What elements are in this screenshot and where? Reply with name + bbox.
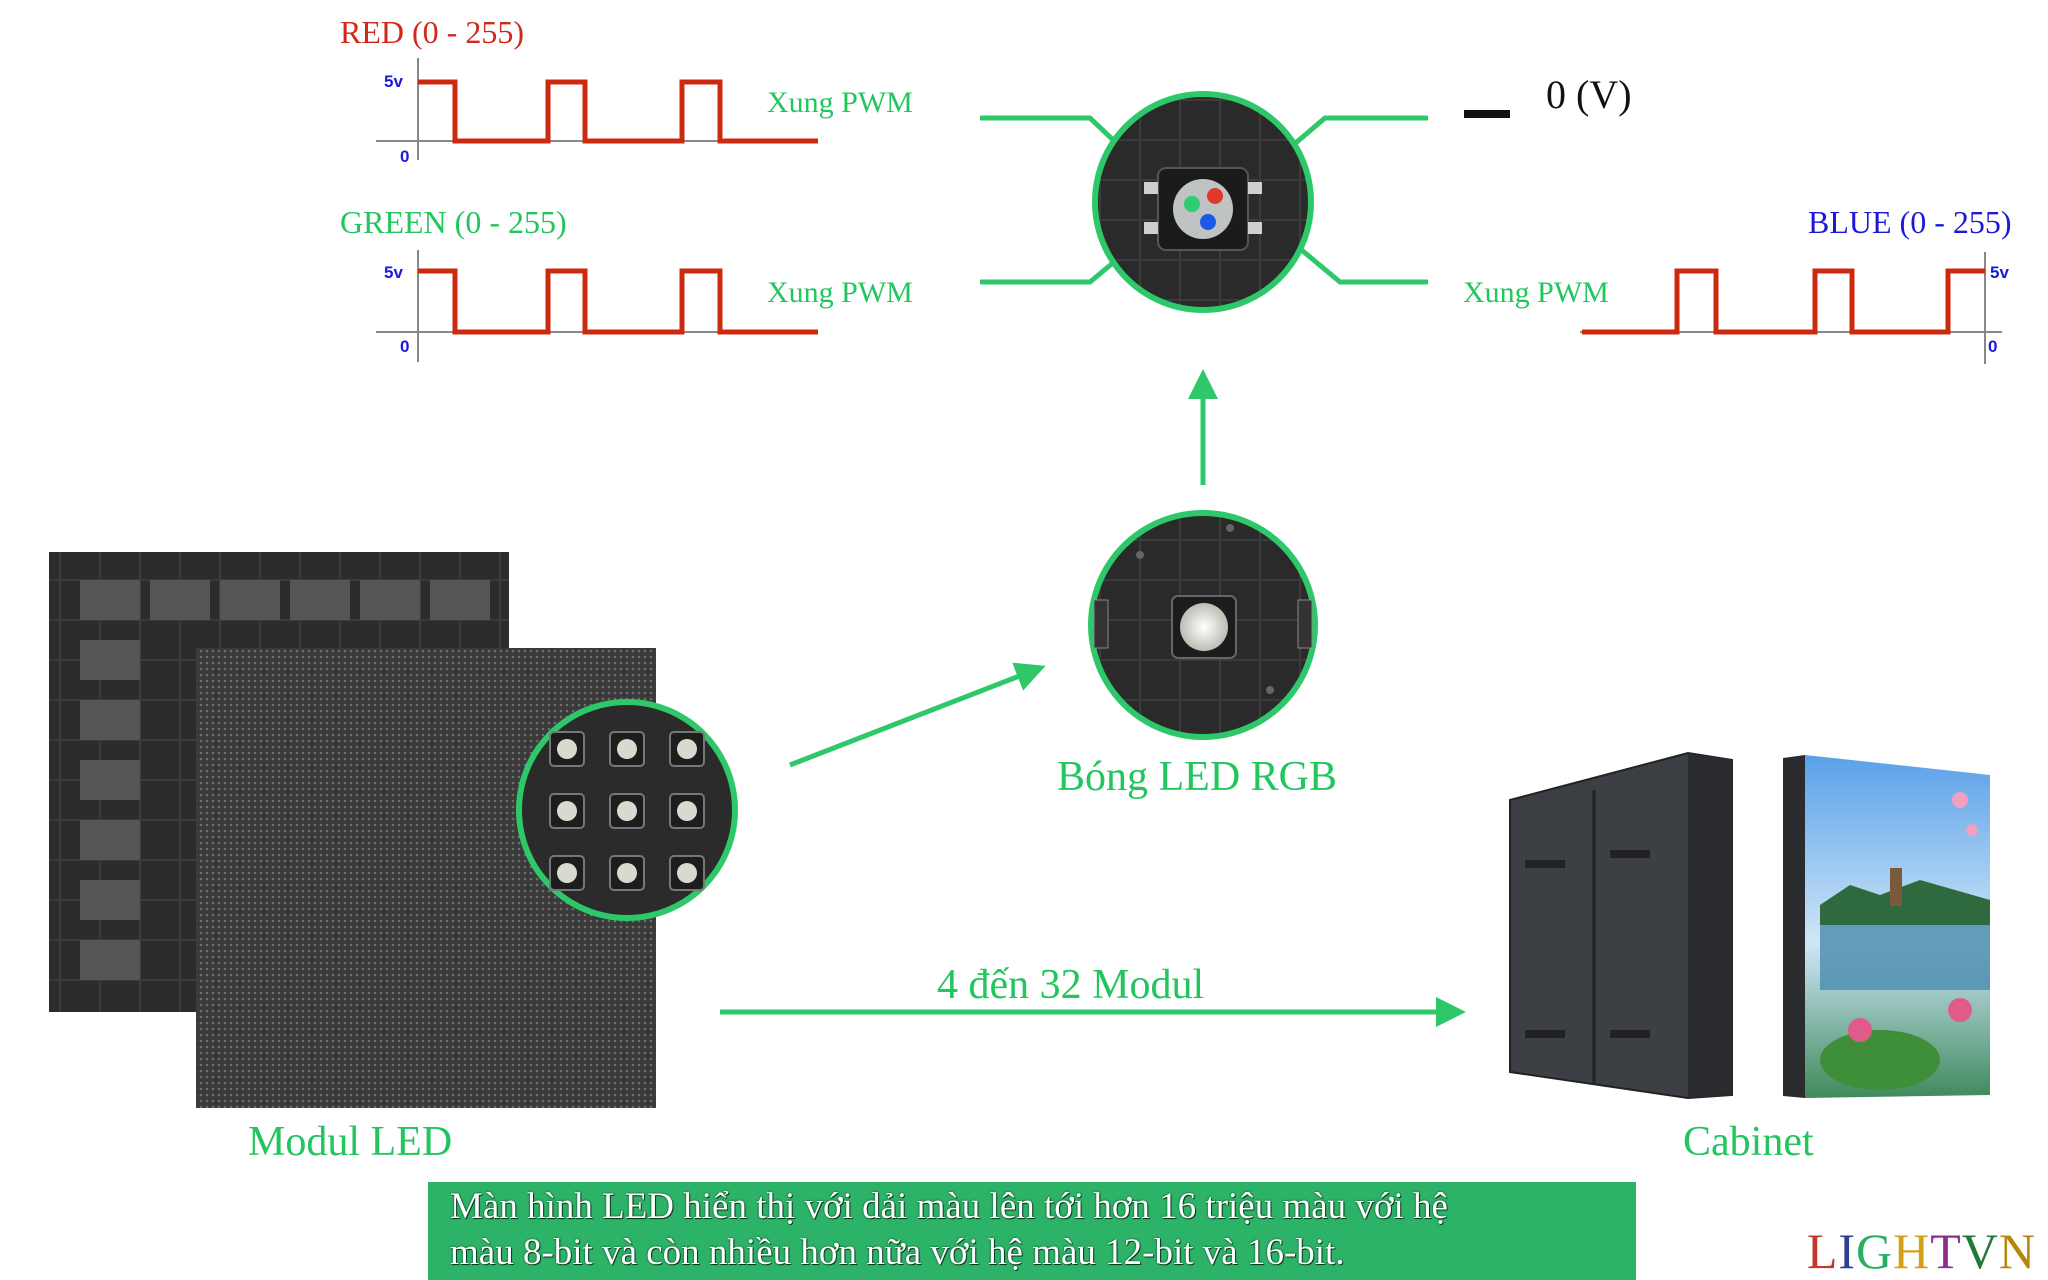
green-5v-tick: 5v [384,263,403,282]
ground-label: 0 (V) [1546,72,1632,117]
blue-pulse-label: Xung PWM [1463,276,1609,309]
red-5v-tick: 5v [384,72,403,91]
brand-letter: L [1806,1223,1839,1279]
brand-letter: I [1838,1223,1857,1279]
ground-terminal: 0 (V) [1464,72,1632,118]
pwm-green-waveform: GREEN (0 - 255) 5v 0 Xung PWM [340,204,913,362]
module-count-label: 4 đến 32 Modul [937,962,1204,1008]
cabinet-image [1509,751,1990,1100]
rgb-led-bulb [1088,510,1318,740]
module-led-label: Modul LED [248,1119,452,1165]
red-pulse-label: Xung PWM [767,86,913,119]
pwm-blue-waveform: BLUE (0 - 255) 5v 0 Xung PWM [1463,204,2012,364]
green-title: GREEN (0 - 255) [340,204,567,240]
brand-letter: H [1893,1223,1931,1279]
led-module-image [49,552,738,1108]
cabinet-label: Cabinet [1683,1119,1814,1165]
rgb-led-label: Bóng LED RGB [1057,754,1337,800]
red-title: RED (0 - 255) [340,14,524,50]
blue-title: BLUE (0 - 255) [1808,204,2012,240]
green-pulse-train [418,268,818,335]
green-die [1184,196,1200,212]
arrow-module-to-led [789,662,1046,768]
caption-line-1: Màn hình LED hiển thị với dải màu lên tớ… [450,1186,1448,1227]
caption-line-2: màu 8-bit và còn nhiều hơn nữa với hệ mà… [450,1232,1345,1273]
red-pulse-train [418,79,818,144]
red-die [1207,188,1223,204]
blue-0-tick: 0 [1988,337,1997,356]
blue-pulse-train [1582,268,1985,335]
input-arrows [720,115,1466,1027]
brand-letter: G [1856,1223,1894,1279]
rgb-led-closeup [1092,91,1314,313]
caption-banner: Màn hình LED hiển thị với dải màu lên tớ… [428,1182,1636,1280]
brand-letter: N [1998,1223,2036,1279]
green-pulse-label: Xung PWM [767,276,913,309]
cabinet-side [1783,755,1805,1098]
led-lens [1173,179,1233,239]
brand-letter: V [1961,1223,1999,1279]
pwm-red-waveform: RED (0 - 255) 5v 0 Xung PWM [340,14,913,166]
blue-5v-tick: 5v [1990,263,2009,282]
minus-sign [1464,110,1510,118]
brand-logo: LIGHTVN [1807,1222,2036,1280]
green-0-tick: 0 [400,337,409,356]
blue-die [1200,214,1216,230]
brand-letter: T [1930,1223,1962,1279]
red-0-tick: 0 [400,147,409,166]
